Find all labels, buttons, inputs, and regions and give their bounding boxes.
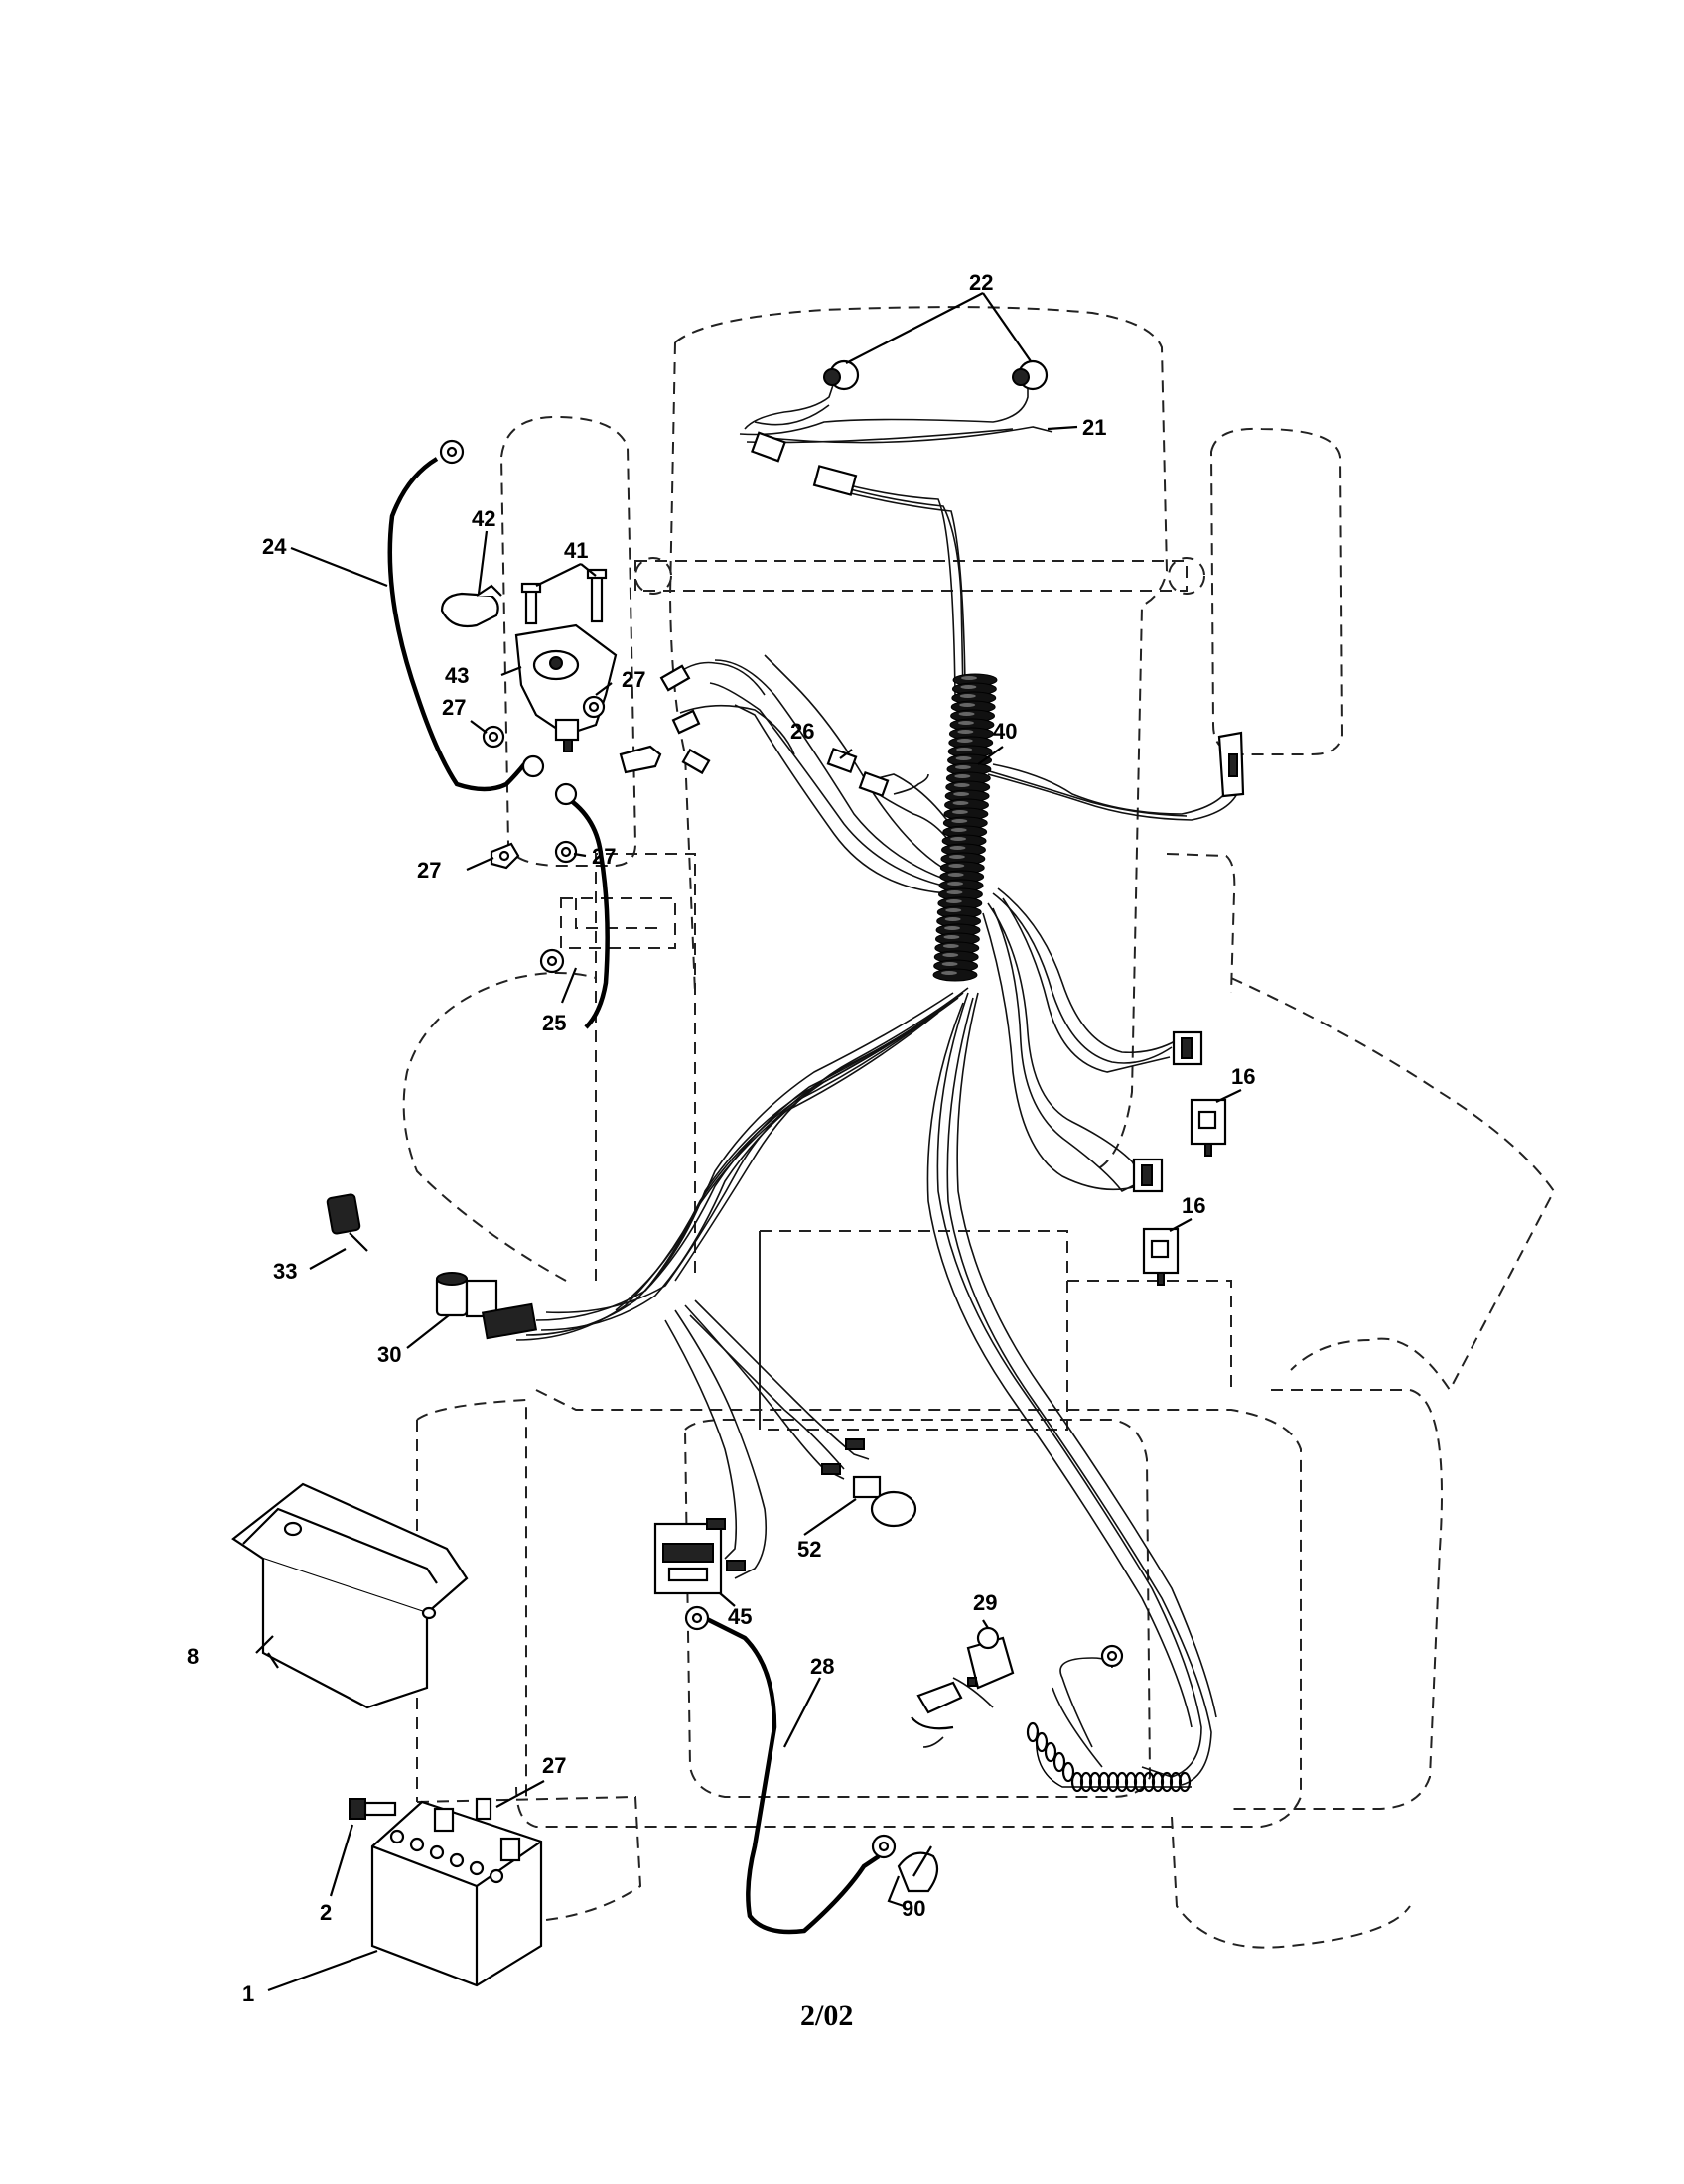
callout-22: 22 xyxy=(969,270,993,295)
connector-icon xyxy=(619,664,711,775)
callout-27-a: 27 xyxy=(622,667,645,692)
leader-lines xyxy=(255,292,1242,1992)
module-45-icon xyxy=(653,1522,723,1595)
switch-16b-icon xyxy=(1132,1158,1180,1286)
callout-27-c: 27 xyxy=(417,858,441,883)
ignition-key-33-icon xyxy=(326,1193,368,1252)
battery-tray-8-icon xyxy=(231,1482,469,1709)
callout-2: 2 xyxy=(320,1900,332,1925)
footer-code: 2/02 xyxy=(800,1999,853,2032)
callout-40: 40 xyxy=(993,719,1017,744)
callout-24: 24 xyxy=(262,534,287,559)
connector-lower-icon xyxy=(706,1438,865,1571)
callout-27-e: 27 xyxy=(542,1753,566,1778)
callout-26: 26 xyxy=(790,719,814,744)
parts xyxy=(231,359,1245,1987)
bulb-52-icon xyxy=(852,1475,917,1528)
bolt-2-icon xyxy=(349,1798,397,1820)
connector-right-icon xyxy=(1217,731,1245,798)
headlight-left-icon xyxy=(823,359,860,391)
battery-1-icon xyxy=(370,1800,543,1987)
callout-29: 29 xyxy=(973,1590,997,1615)
wiring-harness xyxy=(515,381,1242,1786)
ring-terminal-icon xyxy=(521,754,578,974)
callout-8: 8 xyxy=(187,1644,199,1669)
callout-1: 1 xyxy=(242,1981,254,2006)
callout-45: 45 xyxy=(728,1604,752,1629)
battery-cables xyxy=(387,457,881,1935)
callout-27-d: 27 xyxy=(592,844,616,869)
callout-27-b: 27 xyxy=(442,695,466,720)
solenoid-43-icon xyxy=(514,623,618,752)
callout-90: 90 xyxy=(902,1896,925,1921)
nut-27d-icon xyxy=(554,840,578,864)
callout-41: 41 xyxy=(564,538,588,563)
nut-27c-icon xyxy=(490,842,520,870)
callout-16-a: 16 xyxy=(1231,1064,1255,1089)
callout-28: 28 xyxy=(810,1654,834,1679)
ring-terminal-coil-icon xyxy=(1100,1644,1124,1668)
callout-43: 43 xyxy=(445,663,469,688)
headlight-right-icon xyxy=(1012,359,1049,391)
connector-26-icon xyxy=(826,747,890,798)
ignition-switch-30-icon xyxy=(435,1272,538,1340)
switch-16a-icon xyxy=(1172,1030,1227,1157)
connector-21-icon xyxy=(751,431,858,496)
callout-33: 33 xyxy=(273,1259,297,1284)
terminal-boot-42-icon xyxy=(440,584,502,628)
callout-labels: 22 21 24 42 41 43 27 27 27 27 25 26 40 1… xyxy=(187,270,1255,2006)
terminal-boot-90-icon xyxy=(887,1851,939,1908)
ring-terminal-28-icon xyxy=(684,1605,897,1859)
bolts-41-icon xyxy=(520,568,608,625)
callout-21: 21 xyxy=(1082,415,1106,440)
callout-42: 42 xyxy=(472,506,495,531)
callout-16-b: 16 xyxy=(1182,1193,1205,1218)
connector-29-icon xyxy=(911,1681,963,1730)
nut-27e-icon xyxy=(475,1797,492,1821)
callout-30: 30 xyxy=(377,1342,401,1367)
ring-terminal-24-icon xyxy=(439,439,465,465)
harness-loom xyxy=(932,673,998,982)
callout-52: 52 xyxy=(797,1537,821,1562)
callout-25: 25 xyxy=(542,1011,566,1035)
nut-27b-icon xyxy=(582,695,606,719)
nut-27a-icon xyxy=(482,725,505,749)
coiled-cord xyxy=(1026,1721,1192,1793)
switch-29-icon xyxy=(966,1626,1015,1690)
